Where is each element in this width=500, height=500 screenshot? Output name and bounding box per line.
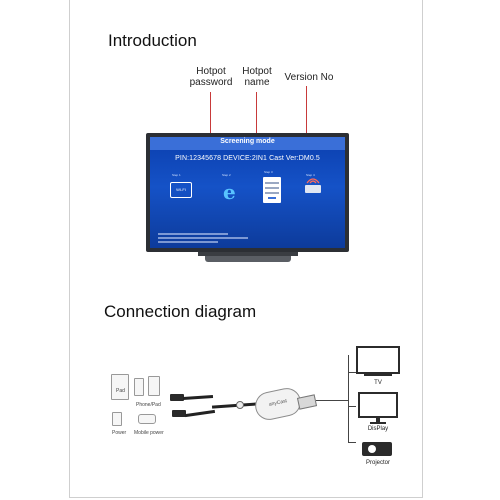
screen-step-line bbox=[158, 233, 228, 235]
qr-line bbox=[265, 187, 279, 189]
dongle-brand: anyCast bbox=[268, 398, 288, 408]
callout-hotspot-password: Hotpot password bbox=[189, 66, 233, 88]
callout-version-no: Version No bbox=[284, 72, 334, 83]
monitor-icon-neck bbox=[376, 418, 380, 422]
micro-usb-plug bbox=[170, 394, 184, 401]
qr-line bbox=[268, 197, 276, 199]
projector-lens bbox=[368, 445, 376, 453]
connection-title: Connection diagram bbox=[104, 302, 257, 321]
bracket-tick bbox=[348, 406, 356, 407]
tv-screen: Screening mode PIN:12345678 DEVICE:2IN1 … bbox=[150, 137, 345, 248]
wifi-signal-icon bbox=[306, 178, 320, 184]
pin-line-password bbox=[210, 92, 211, 140]
mobile-power-icon bbox=[138, 414, 156, 424]
monitor-icon bbox=[358, 392, 398, 418]
qr-line bbox=[265, 182, 279, 184]
bracket-connector bbox=[316, 400, 348, 401]
bracket-tick bbox=[348, 442, 356, 443]
step-3-label: Step 3 bbox=[264, 170, 273, 174]
power-label: Power bbox=[112, 430, 127, 436]
step-2-label: Step 2 bbox=[222, 173, 231, 177]
step-4-label: Step 4 bbox=[306, 173, 315, 177]
router-icon bbox=[305, 185, 321, 193]
wifi-icon: WI-FI bbox=[170, 182, 192, 198]
screen-step-line bbox=[158, 237, 248, 239]
tablet-icon bbox=[148, 376, 160, 396]
display-label: DisPlay bbox=[367, 426, 389, 432]
pad-label: Pad bbox=[116, 388, 125, 394]
pin-line-version bbox=[306, 86, 307, 140]
tv-icon bbox=[356, 346, 400, 374]
qr-card-icon bbox=[263, 177, 281, 203]
screen-info-line: PIN:12345678 DEVICE:2IN1 Cast Ver:DM0.5 bbox=[175, 155, 320, 162]
qr-line bbox=[265, 192, 279, 194]
callout-hotspot-name: Hotpot name bbox=[242, 66, 272, 88]
phone-icon bbox=[134, 378, 144, 396]
tv-icon-stand bbox=[364, 374, 392, 376]
tv-label: TV bbox=[374, 380, 382, 386]
screen-title: Screening mode bbox=[220, 138, 275, 145]
power-adapter-icon bbox=[112, 412, 122, 426]
projector-label: Projector bbox=[365, 460, 390, 466]
mobile-power-label: Mobile power bbox=[134, 430, 164, 436]
pin-line-name bbox=[256, 92, 257, 140]
monitor-icon-base bbox=[370, 422, 386, 424]
step-1-label: Step 1 bbox=[172, 173, 181, 177]
usb-plug bbox=[172, 410, 186, 417]
tv-base bbox=[205, 256, 291, 262]
bracket-tick bbox=[348, 372, 356, 373]
pad-icon bbox=[111, 374, 129, 400]
tv-stand bbox=[198, 252, 298, 256]
projector-icon bbox=[362, 442, 392, 456]
screen-step-line bbox=[158, 241, 218, 243]
screen-title-bar bbox=[150, 137, 345, 150]
cable-joint bbox=[236, 401, 244, 409]
introduction-title: Introduction bbox=[108, 31, 197, 50]
browser-icon: e bbox=[223, 180, 236, 204]
phone-pad-label: Phone/Pad bbox=[136, 402, 161, 408]
output-bracket bbox=[348, 355, 354, 443]
